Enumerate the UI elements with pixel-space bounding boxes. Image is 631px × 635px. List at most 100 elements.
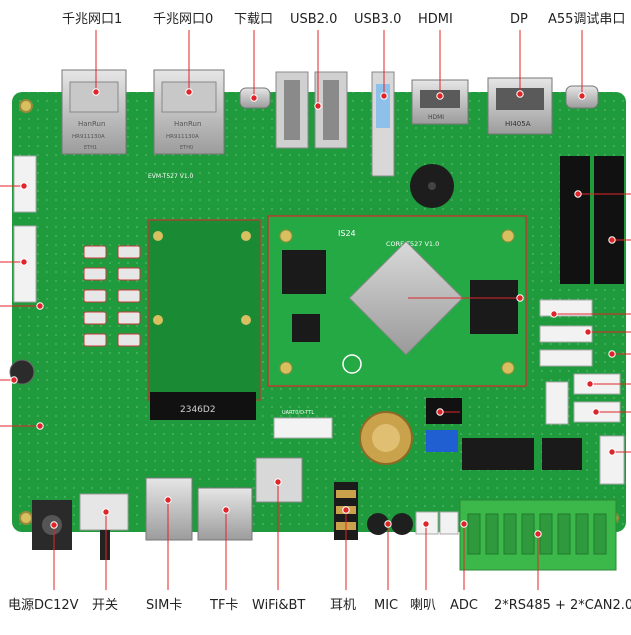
- hdmi-silk: HDMI: [428, 114, 444, 121]
- m2-code: 2346D2: [180, 405, 216, 415]
- label-speaker: 喇叭: [410, 598, 437, 613]
- mount-hole: [19, 99, 33, 113]
- eth1-part: HR911130A: [72, 134, 105, 140]
- tact-button: [83, 333, 107, 347]
- callout-dot: [574, 190, 582, 198]
- tact-button: [83, 311, 107, 325]
- callout-dot: [534, 530, 542, 538]
- callout-dot: [436, 92, 444, 100]
- callout-dot: [380, 92, 388, 100]
- callout-dot: [586, 380, 594, 388]
- tact-button: [117, 311, 141, 325]
- terminal-pin: [593, 513, 607, 555]
- tf-slot: [197, 487, 253, 541]
- callout-dot: [164, 496, 172, 504]
- label-debug: A55调试串口: [548, 12, 626, 27]
- ethernet-port-1: HanRun HR911130A ETH1: [61, 69, 127, 155]
- label-sim: SIM卡: [146, 598, 183, 613]
- callout-dot: [516, 90, 524, 98]
- sim-slot: [145, 477, 193, 541]
- terminal-pin: [467, 513, 481, 555]
- eth0-brand: HanRun: [174, 120, 201, 128]
- label-tf: TF卡: [210, 598, 239, 613]
- can-chip: [542, 438, 582, 470]
- dp-silk: HI405A: [505, 120, 531, 128]
- tact-button: [117, 267, 141, 281]
- label-dp: DP: [510, 12, 528, 27]
- terminal-pins: [467, 513, 607, 555]
- callout-dot: [584, 328, 592, 336]
- callout-dot: [250, 94, 258, 102]
- power-switch: [79, 493, 129, 560]
- callout-dot: [516, 294, 524, 302]
- m2-hole: [153, 315, 163, 325]
- button-array: [83, 245, 141, 347]
- core-hole: [279, 361, 293, 375]
- label-rs485-can: 2*RS485 + 2*CAN2.0: [494, 598, 631, 613]
- mic-2: [391, 513, 413, 535]
- tact-button: [83, 245, 107, 259]
- terminal-pin: [575, 513, 589, 555]
- m2-hole: [153, 231, 163, 241]
- callout-dot: [342, 506, 350, 514]
- label-power: 电源DC12V: [8, 598, 79, 613]
- callout-dot: [384, 520, 392, 528]
- callout-dot: [550, 310, 558, 318]
- callout-dot: [436, 408, 444, 416]
- tact-button: [83, 289, 107, 303]
- callout-dot: [274, 478, 282, 486]
- callout-lines: [0, 30, 631, 590]
- label-download: 下载口: [234, 12, 274, 27]
- tact-button: [117, 289, 141, 303]
- tact-button: [117, 333, 141, 347]
- adc-header: [426, 398, 462, 424]
- callout-dot: [578, 92, 586, 100]
- terminal-pin: [539, 513, 553, 555]
- fpc-connectors: [13, 155, 37, 303]
- buzzer-hole: [428, 182, 436, 190]
- label-headphone: 耳机: [330, 598, 357, 613]
- m2-hole: [241, 231, 251, 241]
- callout-dot: [592, 408, 600, 416]
- eth1-sub: ETH1: [84, 145, 97, 151]
- label-switch: 开关: [92, 598, 119, 613]
- callout-dot: [608, 448, 616, 456]
- tact-button: [117, 245, 141, 259]
- m2-hole: [241, 315, 251, 325]
- adc-connector: [439, 511, 459, 535]
- memory-chip: [282, 250, 326, 294]
- core-name: CORE-T527 V1.0: [386, 240, 439, 248]
- eth1-brand: HanRun: [78, 120, 105, 128]
- label-wifi: WiFi&BT: [252, 598, 306, 613]
- eth0-sub: ETH0: [180, 145, 193, 151]
- callout-dot: [608, 350, 616, 358]
- terminal-pin: [503, 513, 517, 555]
- callout-dot: [422, 520, 430, 528]
- callout-dot: [20, 258, 28, 266]
- pmic-chip: [292, 314, 320, 342]
- core-module: IS24 CORE-T527 V1.0: [267, 215, 527, 387]
- eth0-part: HR911130A: [166, 134, 199, 140]
- core-hole: [501, 361, 515, 375]
- label-usb2: USB2.0: [290, 12, 338, 27]
- callout-dot: [608, 236, 616, 244]
- rtc-battery-center: [372, 424, 400, 452]
- terminal-pin: [521, 513, 535, 555]
- core-hole: [279, 229, 293, 243]
- pb-free-mark: [342, 354, 362, 374]
- callout-dot: [460, 520, 468, 528]
- terminal-pin: [557, 513, 571, 555]
- usb2-ports: [275, 71, 348, 149]
- core-logo: IS24: [338, 229, 356, 238]
- callout-dot: [222, 506, 230, 514]
- tact-button: [83, 267, 107, 281]
- callout-dot: [10, 376, 18, 384]
- label-eth1: 千兆网口1: [62, 12, 123, 27]
- emmc-chip: [470, 280, 518, 334]
- mic: [367, 513, 389, 535]
- uart-connector: UART0/D-TTL: [273, 410, 333, 439]
- callout-dot: [92, 88, 100, 96]
- mount-hole: [19, 511, 33, 525]
- board-name-silkscreen: EVM-T527 V1.0: [148, 173, 194, 180]
